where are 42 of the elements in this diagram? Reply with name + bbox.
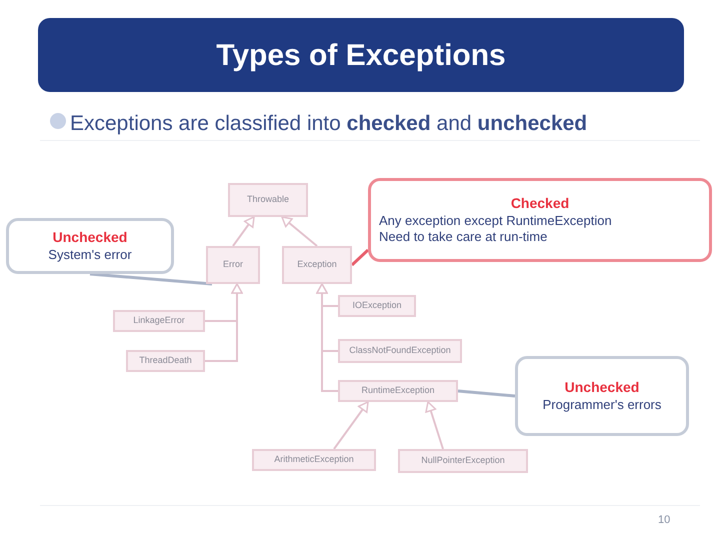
callout-text: Programmer's errors [542,396,662,413]
class-name: ClassNotFoundException [349,344,451,358]
inheritance-arrow [232,216,255,247]
inheritance-arrow [281,216,318,247]
class-name: Error [223,258,243,272]
class-name: IOException [352,299,402,312]
class-name: Throwable [246,193,290,206]
callout-text: System's error [48,246,132,263]
callout-heading: Unchecked [564,379,640,397]
class-box [113,310,205,332]
class-name: NullPointerException [421,454,505,468]
class-box [228,183,308,217]
leader-line [350,248,370,266]
page-number: 10 [658,513,670,528]
callout-text: Need to take care at run-time [379,228,548,245]
inheritance-arrow [205,283,243,362]
leader-line [90,272,212,286]
class-name: RuntimeException [361,384,435,398]
class-name: ThreadDeath [139,354,192,368]
callout-box [368,178,712,262]
callout-heading: Unchecked [52,229,128,247]
bullet-text: Exceptions are classified into checked and unchecked [70,111,588,137]
class-box [126,350,205,372]
class-box [206,246,260,284]
class-box [338,380,458,402]
class-name: LinkageError [133,314,185,328]
callout-box [6,218,174,274]
inheritance-arrow [333,401,369,450]
leader-line [458,390,516,398]
inheritance-arrow [316,283,338,392]
class-box [338,295,416,317]
inheritance-arrow [425,401,444,450]
callout-box [515,356,689,436]
class-box [338,339,462,363]
class-name: ArithmeticException [274,453,354,466]
title: Types of Exceptions [216,38,506,74]
callout-heading: Checked [510,195,570,212]
callout-text: Any exception except RuntimeException [379,212,612,229]
class-name: Exception [297,258,337,272]
class-box [282,246,352,284]
class-box [398,449,528,473]
class-box [252,449,376,471]
